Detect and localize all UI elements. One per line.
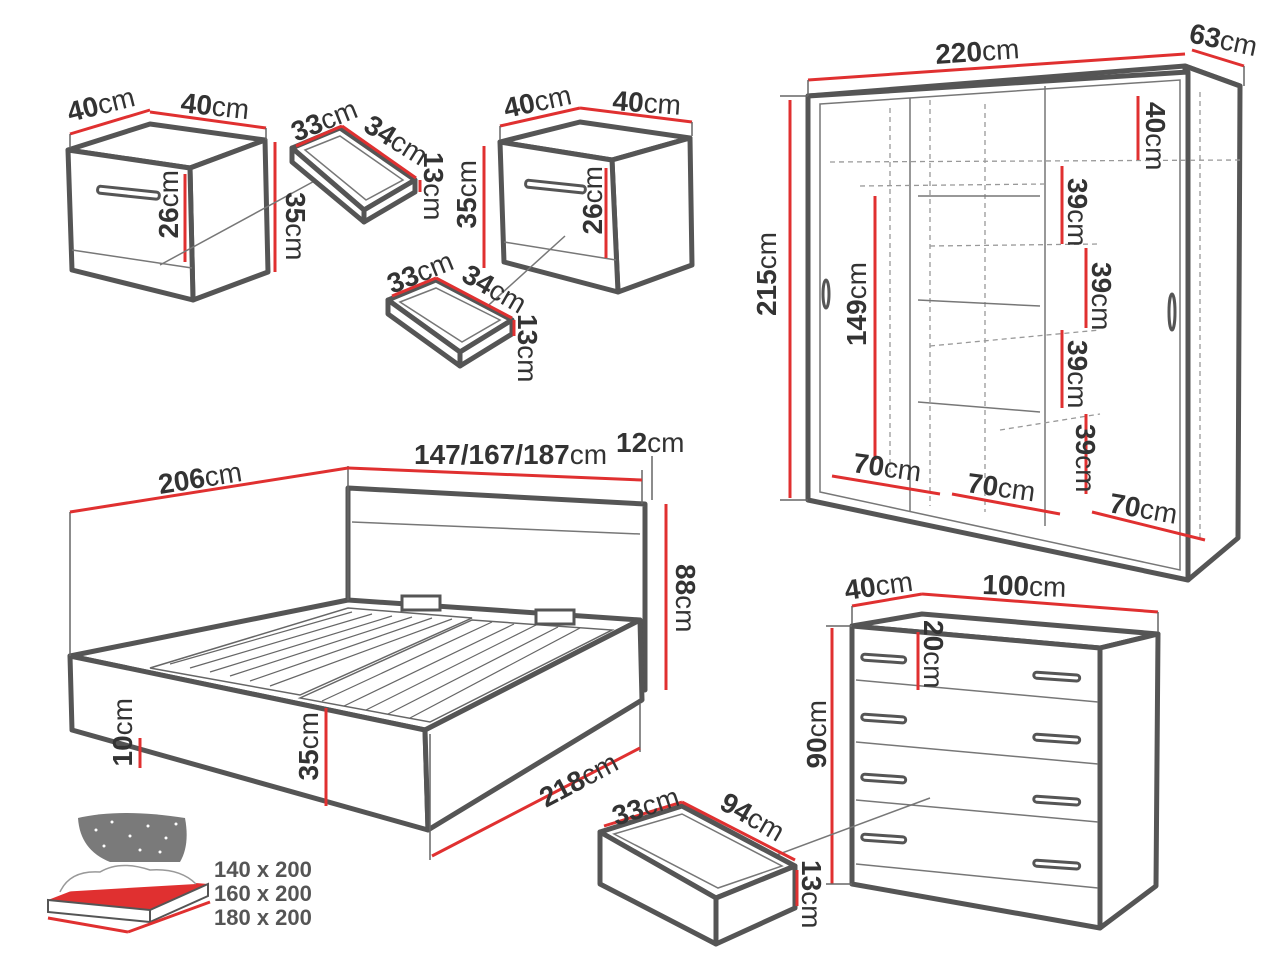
bed-frame-side <box>422 617 645 833</box>
bed-lift-handle-left <box>400 594 442 612</box>
mattress-size: 140 x 200 <box>214 857 312 882</box>
dim-nightstand-right-drawer-height: 26cm <box>577 166 608 234</box>
nightstand-right <box>469 106 695 323</box>
dim-bed-headboard-height: 88cm <box>670 564 701 632</box>
bed-lift-handle-right <box>534 608 576 626</box>
dim-nightstand-left-height: 35cm <box>280 192 311 260</box>
wardrobe-door-handle-right <box>1167 292 1177 332</box>
dim-bed-length-total: 206cm <box>156 456 244 500</box>
mattress-size: 160 x 200 <box>214 881 312 906</box>
mattress-sizes: 140 x 200 160 x 200 180 x 200 <box>214 857 312 930</box>
dim-nightstand-left-width: 40cm <box>64 81 138 128</box>
dresser-side <box>1097 631 1161 931</box>
slat-base-right <box>297 619 615 723</box>
dresser-handle <box>860 712 908 725</box>
dim-wardrobe-shelf-4: 39cm <box>1070 424 1101 492</box>
dim-bed-headboard-depth: 12cm <box>616 427 684 458</box>
dresser-handle <box>1032 794 1082 807</box>
dim-nightstand-left-drawer-height: 26cm <box>153 170 184 238</box>
dim-wardrobe-section-3: 70cm <box>1107 487 1180 529</box>
nightstand-left-side <box>187 137 271 303</box>
dim-wardrobe-width: 220cm <box>934 33 1020 70</box>
wardrobe-width-line <box>807 52 1186 82</box>
dresser-handle <box>1032 732 1082 745</box>
dresser-handle <box>1032 670 1082 683</box>
dim-wardrobe-shelf-top: 40cm <box>1140 102 1171 170</box>
bed <box>67 456 668 860</box>
bed-width-line <box>347 466 643 482</box>
dim-drawer-left-height: 13cm <box>418 152 449 220</box>
nightstand-right-side <box>609 135 695 295</box>
dresser-front <box>849 623 1103 931</box>
dim-wardrobe-section-1: 70cm <box>851 447 923 487</box>
dim-nightstand-right-height: 35cm <box>451 160 482 228</box>
dim-nightstand-right-depth: 40cm <box>612 85 682 121</box>
bed-length-total-line <box>69 466 349 514</box>
nightstand-left-handle <box>96 184 161 201</box>
nightstand-right-handle <box>524 178 587 195</box>
dresser-drawer <box>597 800 799 947</box>
dresser-handle <box>860 832 908 845</box>
dim-dresser-drawer-height: 20cm <box>918 620 949 688</box>
pillow-cloud <box>59 864 197 893</box>
mattress-size: 180 x 200 <box>214 905 312 930</box>
dresser-handle <box>860 772 908 785</box>
dim-wardrobe-depth: 63cm <box>1187 18 1260 63</box>
dim-dresser-drawer-height: 13cm <box>796 860 827 928</box>
dim-wardrobe-shelf-1: 39cm <box>1062 178 1093 246</box>
wardrobe-door-handle-left <box>821 278 831 310</box>
wardrobe-front <box>805 69 1191 583</box>
dim-wardrobe-shelf-3: 39cm <box>1062 340 1093 408</box>
dim-bed-frame-height: 35cm <box>293 712 324 780</box>
dresser-width-line <box>921 592 1159 614</box>
dim-dresser-height: 90cm <box>801 700 832 768</box>
wardrobe-side <box>1182 63 1243 583</box>
drawer-right <box>385 276 516 369</box>
dim-wardrobe-section-2: 70cm <box>965 467 1037 507</box>
dresser-handle <box>860 652 908 665</box>
dim-dresser-width: 100cm <box>982 569 1067 603</box>
dim-bed-base-height: 10cm <box>107 698 138 766</box>
wardrobe <box>780 48 1245 583</box>
bed-length-line <box>431 746 641 858</box>
dim-wardrobe-height: 215cm <box>751 232 782 316</box>
slat-base-left <box>149 607 473 696</box>
dim-bed-width: 147/167/187cm <box>414 439 607 470</box>
dresser <box>719 592 1161 931</box>
dim-wardrobe-shelf-2: 39cm <box>1086 262 1117 330</box>
dim-nightstand-left-depth: 40cm <box>179 87 250 125</box>
dim-nightstand-right-width: 40cm <box>501 79 574 124</box>
dim-drawer-right-height: 13cm <box>512 314 543 382</box>
night-sky-icon <box>78 813 187 862</box>
dresser-handle <box>1032 858 1082 871</box>
nightstand-left <box>65 108 321 303</box>
dim-wardrobe-hanging-height: 149cm <box>841 262 872 346</box>
mattress-icon <box>47 813 211 934</box>
drawer-left <box>289 124 422 225</box>
dim-dresser-depth: 40cm <box>843 566 915 606</box>
